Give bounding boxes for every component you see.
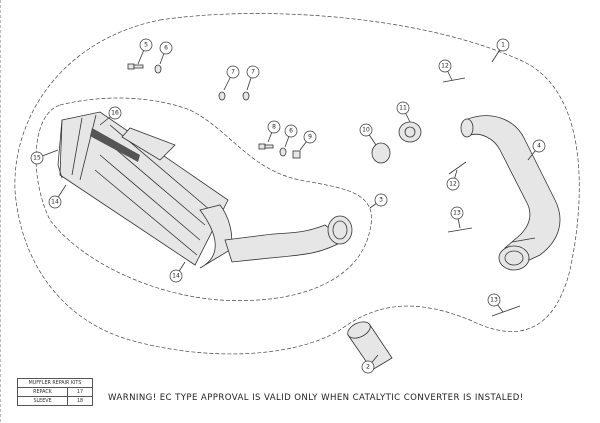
kit-part-number: 17 — [67, 387, 93, 397]
callout-number: 11 — [399, 105, 407, 112]
callout-number: 9 — [308, 134, 312, 141]
callout-number: 12 — [441, 63, 449, 70]
small-hardware — [127, 63, 536, 317]
callout-circle — [487, 293, 501, 307]
callout-circle — [159, 41, 173, 55]
kit-label: REPACK — [17, 387, 68, 397]
callout-6: 6 — [159, 41, 173, 65]
callout-13: 13 — [487, 293, 504, 313]
callout-number: 15 — [33, 155, 41, 162]
callout-8: 8 — [267, 120, 281, 143]
callout-circle — [169, 269, 183, 283]
callout-number: 4 — [537, 143, 541, 150]
callout-circle — [532, 139, 546, 153]
callout-11: 11 — [396, 101, 411, 123]
callout-5: 5 — [137, 38, 153, 65]
callout-12: 12 — [446, 169, 460, 191]
callout-number: 1 — [501, 42, 505, 49]
callout-1: 1 — [491, 38, 510, 63]
callout-circle — [246, 65, 260, 79]
callout-circle — [30, 151, 44, 165]
callout-circle — [139, 38, 153, 52]
akrapovic-logo — [90, 128, 140, 162]
callout-number: 7 — [251, 69, 255, 76]
callout-circle — [450, 206, 464, 220]
callout-number: 6 — [164, 45, 168, 52]
callout-circle — [226, 65, 240, 79]
callout-6: 6 — [284, 124, 298, 148]
callout-circle — [48, 195, 62, 209]
callout-number: 6 — [289, 128, 293, 135]
callout-circle — [361, 360, 375, 374]
callout-number: 12 — [449, 181, 457, 188]
callout-number: 2 — [366, 364, 370, 371]
callout-15: 15 — [30, 149, 59, 165]
callout-circle — [359, 123, 373, 137]
callout-circle — [438, 59, 452, 73]
callout-circle — [303, 130, 317, 144]
catalytic-sleeve — [347, 321, 393, 371]
callout-number: 14 — [172, 273, 180, 280]
callout-circle — [374, 193, 388, 207]
callout-circle — [496, 38, 510, 52]
callout-number: 5 — [144, 42, 148, 49]
link-pipe — [224, 215, 353, 263]
outer-kit-boundary — [14, 13, 580, 355]
muffler-bracket — [121, 127, 176, 161]
callout-number: 7 — [231, 69, 235, 76]
kit-label: SLEEVE — [17, 396, 68, 406]
callout-10: 10 — [359, 123, 377, 146]
muffler — [57, 111, 233, 269]
header-pipe — [460, 115, 561, 271]
callout-12: 12 — [438, 59, 453, 81]
callout-14: 14 — [48, 184, 67, 209]
callout-2: 2 — [361, 354, 379, 374]
kit-part-number: 18 — [67, 396, 93, 406]
callout-9: 9 — [299, 130, 317, 151]
repair-kits-table: MUFFLER REPAIR KITS REPACK 17 SLEEVE 18 — [17, 378, 93, 406]
callout-number: 13 — [490, 297, 498, 304]
callout-7: 7 — [223, 65, 240, 91]
callout-circle — [284, 124, 298, 138]
inner-kit-boundary — [35, 97, 372, 301]
callout-number: 13 — [453, 210, 461, 217]
callout-3: 3 — [369, 193, 388, 209]
callout-7: 7 — [246, 65, 260, 91]
callout-circle — [396, 101, 410, 115]
callout-circle — [108, 106, 122, 120]
callout-number: 3 — [379, 197, 383, 204]
callout-13: 13 — [450, 206, 464, 229]
callout-number: 8 — [272, 124, 276, 131]
callout-circle — [446, 177, 460, 191]
callout-16: 16 — [99, 106, 122, 126]
callout-number: 10 — [362, 127, 370, 134]
repair-kits-title: MUFFLER REPAIR KITS — [17, 378, 93, 388]
callout-14: 14 — [169, 261, 186, 283]
callout-circle — [267, 120, 281, 134]
callout-4: 4 — [527, 139, 546, 161]
table-row: SLEEVE 18 — [17, 396, 93, 406]
callout-number: 16 — [111, 110, 119, 117]
callout-number: 14 — [51, 199, 59, 206]
warning-text: WARNING! EC TYPE APPROVAL IS VALID ONLY … — [108, 393, 524, 403]
table-row: REPACK 17 — [17, 387, 93, 397]
